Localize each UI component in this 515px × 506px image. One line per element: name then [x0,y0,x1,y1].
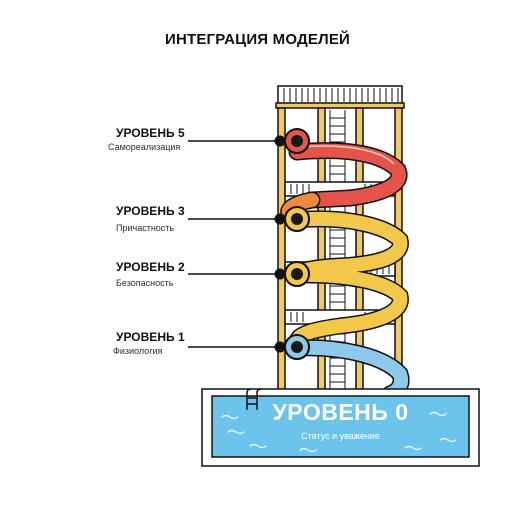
level-1-subtitle: Физиология [113,346,163,356]
level-2-title: УРОВЕНЬ 2 [116,260,185,274]
roof-railing [275,85,405,109]
level-3-subtitle: Причастность [116,223,175,233]
entrance-3 [284,206,310,232]
entrance-5 [284,128,310,154]
pool-ladder-icon [246,388,262,410]
connector-1 [188,341,286,353]
level-3-title: УРОВЕНЬ 3 [116,204,185,218]
diagram-title: ИНТЕГРАЦИЯ МОДЕЛЕЙ [164,31,351,48]
connector-2 [188,268,286,280]
slide-yellow [284,210,409,355]
connector-5 [188,135,286,147]
level-0-subtitle: Статус и уважение [301,431,380,441]
connector-3 [188,213,286,225]
level-0-title: УРОВЕНЬ 0 [272,399,409,425]
entrance-2 [284,261,310,287]
level-2-subtitle: Безопасность [116,278,174,288]
slide-red [288,142,408,209]
level-1-title: УРОВЕНЬ 1 [116,330,185,344]
level-5-title: УРОВЕНЬ 5 [116,126,185,140]
pool [201,388,480,467]
entrance-1 [284,334,310,360]
slide-blue [288,339,410,403]
level-5-subtitle: Самореализация [108,142,181,152]
